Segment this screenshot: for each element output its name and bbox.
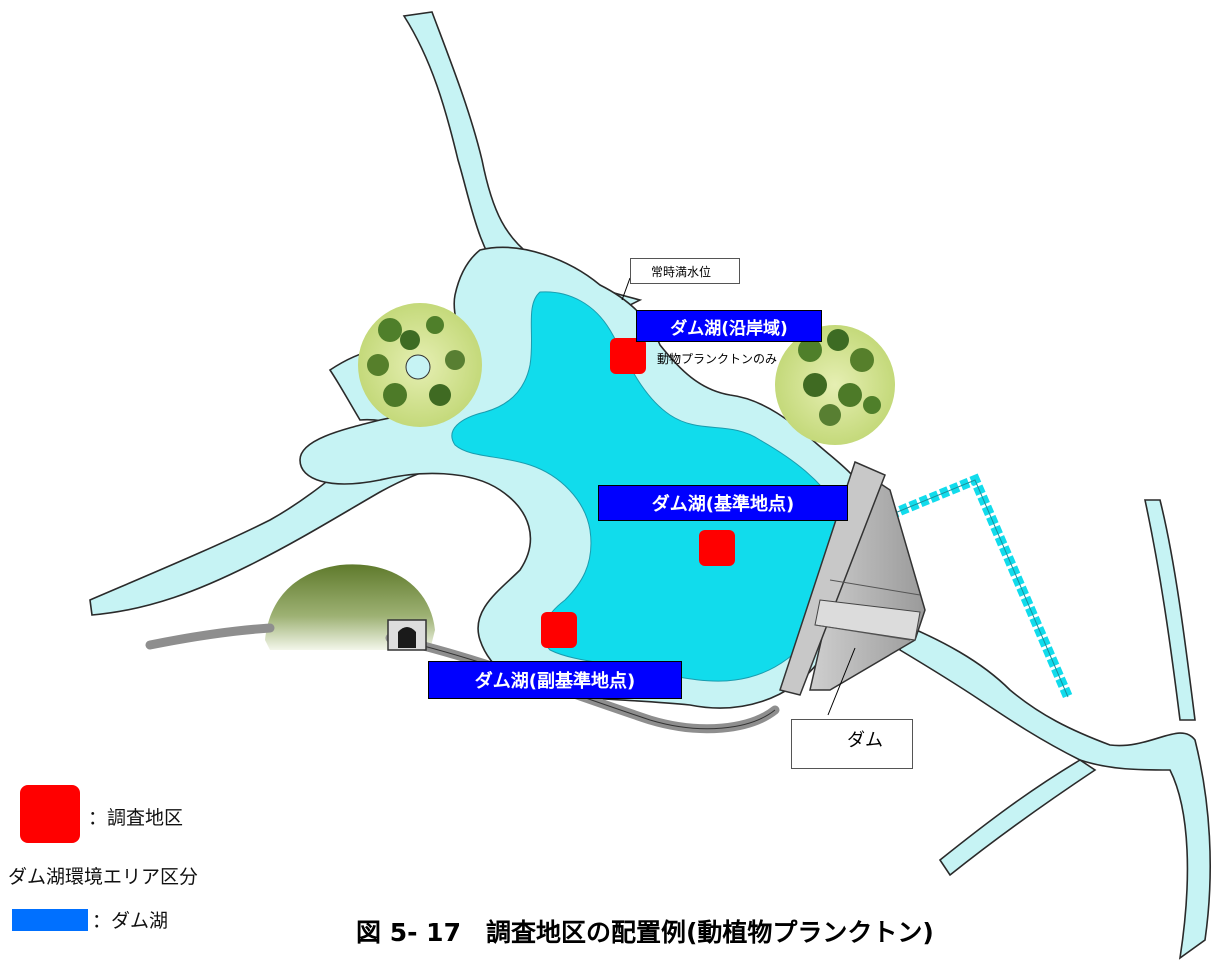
survey-marker-coastal [610, 338, 646, 374]
dam-structure [779, 460, 926, 696]
legend-dam-lake-swatch [12, 909, 88, 931]
label-coastal: ダム湖(沿岸域) [636, 310, 822, 342]
water-level-label: 常時満水位 [651, 265, 712, 279]
dam-label: ダム [847, 730, 883, 751]
survey-marker-sub-reference [541, 612, 577, 648]
zooplankton-only-note: 動物プランクトンのみ [657, 352, 778, 366]
downstream-river [899, 499, 1211, 960]
dam-label-box: ダム [791, 719, 913, 769]
water-level-leader [621, 277, 631, 301]
water-level-label-box: 常時満水位 [630, 258, 740, 284]
forest-right [775, 325, 895, 445]
label-sub-reference-point: ダム湖(副基準地点) [428, 661, 682, 699]
dam-leader [827, 647, 856, 716]
figure-caption: 図 5- 17 調査地区の配置例(動植物プランクトン) [356, 918, 934, 947]
label-reference-point: ダム湖(基準地点) [598, 485, 848, 521]
legend-area-division-title: ダム湖環境エリア区分 [8, 866, 199, 888]
legend-dam-lake: ：ダム湖 [92, 910, 169, 932]
forest-left [358, 303, 482, 427]
survey-marker-reference [699, 530, 735, 566]
legend-survey-swatch [20, 785, 80, 843]
legend-survey-area: ：調査地区 [88, 807, 184, 829]
